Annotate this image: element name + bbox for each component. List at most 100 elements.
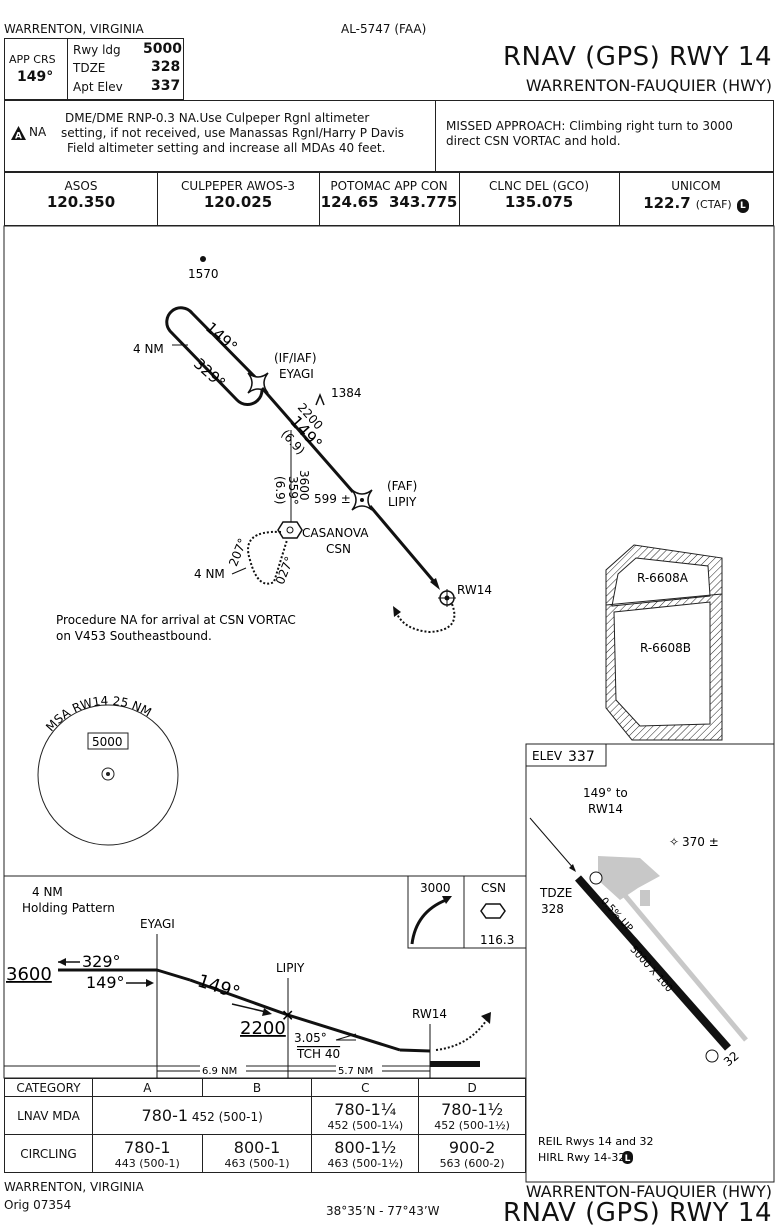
hold-distance: 4 NM bbox=[133, 342, 164, 356]
csn-label: CSN bbox=[326, 542, 351, 556]
csn-hold-distance: 4 NM bbox=[194, 567, 225, 581]
ctaf-label: (CTAF) bbox=[695, 198, 732, 211]
comm-clearance: CLNC DEL (GCO) 135.075 bbox=[459, 179, 619, 211]
comm-unicom: UNICOM 122.7 (CTAF) L bbox=[619, 179, 773, 213]
initial-segment bbox=[260, 387, 355, 493]
reil-icon bbox=[705, 1049, 719, 1063]
lnav-c-cell: 780-1¼ 452 (500-1¼) bbox=[311, 1096, 420, 1135]
circ-c-cell: 800-1½ 463 (500-1½) bbox=[311, 1134, 420, 1173]
tdze-label: TDZE bbox=[73, 61, 106, 75]
obstacle-star-icon: ✧ bbox=[669, 835, 679, 849]
airport-tdze-value: 328 bbox=[541, 902, 564, 916]
final-course-line bbox=[529, 817, 576, 871]
missed-altitude: 3000 bbox=[420, 881, 451, 895]
comm-frequency: 122.7 bbox=[643, 194, 691, 212]
threshold-crossing-height: TCH 40 bbox=[296, 1047, 340, 1061]
restricted-b-label: R-6608B bbox=[640, 641, 691, 655]
circ-c-sub: 463 (500-1½) bbox=[327, 1156, 404, 1170]
missed-fix: CSN bbox=[481, 881, 506, 895]
msa-circle bbox=[37, 704, 179, 846]
lnav-c-sub: 452 (500-1¼) bbox=[327, 1118, 404, 1132]
reil-icon bbox=[589, 871, 603, 885]
table-row: CIRCLING 780-1 443 (500-1) 800-1 463 (50… bbox=[4, 1134, 526, 1173]
airport-tdze-label: TDZE bbox=[539, 886, 572, 900]
profile-missed-path bbox=[435, 1017, 489, 1051]
app-crs-label: APP CRS bbox=[9, 53, 56, 66]
csn-vortac-icon bbox=[277, 521, 303, 539]
csn-hold-inbound: 027° bbox=[273, 554, 297, 586]
note-line-2: setting, if not received, use Manassas R… bbox=[61, 126, 405, 140]
category-header: CATEGORY bbox=[4, 1078, 93, 1097]
comm-frequency: 120.350 bbox=[46, 193, 116, 211]
spot-elevation-599: 599 ± bbox=[314, 492, 351, 506]
comm-awos: CULPEPER AWOS-3 120.025 bbox=[157, 179, 319, 211]
obstacle-dot-icon bbox=[200, 256, 206, 262]
glide-angle: 3.05° bbox=[294, 1031, 327, 1045]
profile-distance-1: 6.9 NM bbox=[202, 1066, 237, 1077]
apt-elev-value: 337 bbox=[151, 78, 181, 94]
profile-course-149a: 149° bbox=[86, 973, 125, 992]
table-row: CATEGORY A B C D bbox=[4, 1078, 526, 1097]
missed-approach-line-2: direct CSN VORTAC and hold. bbox=[446, 134, 621, 148]
comm-label: POTOMAC APP CON bbox=[330, 179, 448, 193]
category-b-header: B bbox=[201, 1078, 313, 1097]
circ-c-main: 800-1½ bbox=[334, 1137, 397, 1157]
circ-a-main: 780-1 bbox=[124, 1137, 171, 1157]
csn-hold-outbound: 207° bbox=[226, 536, 250, 568]
r6608b-area bbox=[613, 601, 711, 727]
lnav-ab-sub: 452 (500-1) bbox=[191, 1110, 263, 1124]
airport-obstacle: 370 ± bbox=[682, 835, 719, 849]
note-line-1: DME/DME RNP-0.3 NA.Use Culpeper Rgnl alt… bbox=[65, 111, 370, 125]
circ-d-sub: 563 (600-2) bbox=[439, 1156, 505, 1170]
msa-center-waypoint-icon bbox=[101, 767, 115, 781]
profile-distance-2: 5.7 NM bbox=[338, 1066, 373, 1077]
comm-asos: ASOS 120.350 bbox=[5, 179, 157, 211]
missed-approach-path bbox=[396, 603, 456, 634]
profile-hold-label-1: 4 NM bbox=[32, 885, 63, 899]
note-line-3: Field altimeter setting and increase all… bbox=[67, 141, 386, 155]
profile-descent-1 bbox=[189, 978, 289, 1017]
feeder-course: 359° bbox=[286, 476, 300, 505]
footer-procedure-title: RNAV (GPS) RWY 14 bbox=[502, 1198, 772, 1228]
na-triangle-icon: A bbox=[11, 125, 26, 142]
circling-label: CIRCLING bbox=[4, 1134, 93, 1173]
r6608a-area bbox=[611, 557, 711, 607]
location-header: WARRENTON, VIRGINIA bbox=[4, 22, 144, 36]
footer-airport-name: WARRENTON-FAUQUIER (HWY) bbox=[525, 1182, 772, 1201]
circ-a-sub: 443 (500-1) bbox=[114, 1156, 180, 1170]
profile-lipiy: LIPIY bbox=[276, 961, 305, 975]
lnav-c-main: 780-1¼ bbox=[334, 1099, 397, 1119]
minimums-table: CATEGORY A B C D LNAV MDA 780-1 452 (500… bbox=[4, 1078, 526, 1173]
airport-name: WARRENTON-FAUQUIER (HWY) bbox=[525, 76, 772, 95]
comm-approach: POTOMAC APP CON 124.65 343.775 bbox=[319, 179, 459, 211]
category-c-header: C bbox=[311, 1078, 420, 1097]
approach-data-box: APP CRS 149° Rwy ldg 5000 TDZE 328 Apt E… bbox=[4, 38, 184, 100]
procedure-na-line-1: Procedure NA for arrival at CSN VORTAC bbox=[56, 613, 296, 627]
chart-id: AL-5747 (FAA) bbox=[341, 22, 427, 36]
table-row: LNAV MDA 780-1 452 (500-1) 780-1¼ 452 (5… bbox=[4, 1096, 526, 1135]
footer-coordinates: 38°35’N - 77°43’W bbox=[326, 1204, 440, 1218]
lighting-badge-icon: L bbox=[736, 199, 749, 213]
rw14-label: RW14 bbox=[457, 583, 492, 597]
lnav-ab-cell: 780-1 452 (500-1) bbox=[91, 1096, 313, 1135]
lnav-d-sub: 452 (500-1½) bbox=[434, 1118, 510, 1132]
taxiway bbox=[610, 878, 748, 1042]
circ-b-main: 800-1 bbox=[233, 1137, 281, 1157]
circ-d-cell: 900-2 563 (600-2) bbox=[418, 1134, 526, 1173]
lighting-line-1: REIL Rwys 14 and 32 bbox=[538, 1135, 654, 1148]
circ-b-sub: 463 (500-1) bbox=[224, 1156, 290, 1170]
lighting-badge-icon bbox=[622, 1151, 633, 1164]
circ-a-cell: 780-1 443 (500-1) bbox=[91, 1134, 203, 1173]
airport-elev-label: ELEV bbox=[532, 749, 563, 763]
casanova-label: CASANOVA bbox=[302, 526, 369, 540]
msa-altitude: 5000 bbox=[92, 735, 123, 749]
obstacle-1570: 1570 bbox=[188, 267, 219, 281]
missed-frequency: 116.3 bbox=[480, 933, 514, 947]
category-d-header: D bbox=[418, 1078, 526, 1097]
final-segment bbox=[368, 505, 438, 585]
profile-course-149b: 149° bbox=[195, 971, 243, 1004]
hold-inbound-course: 149° bbox=[202, 318, 241, 356]
apron-area bbox=[598, 856, 660, 900]
category-a-header: A bbox=[91, 1078, 203, 1097]
